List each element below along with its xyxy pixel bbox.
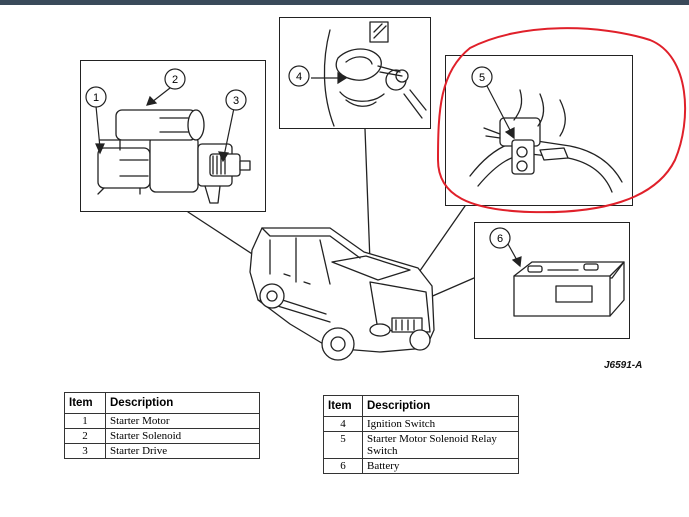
starter-motor-drawing [97,109,251,204]
callout-6: 6 [497,233,503,245]
top-window-bar [0,0,689,5]
legend-table-left: Item Description 1 Starter Motor 2 Start… [64,392,260,459]
vehicle-drawing [249,227,435,361]
relay-switch-drawing [469,89,623,193]
callout-2: 2 [172,74,178,86]
description-header: Description [105,392,260,414]
callout-5: 5 [479,72,485,84]
item-description: Starter Drive [105,443,260,459]
table-row: 1 Starter Motor [64,413,260,429]
highlight-circle [436,27,687,214]
item-description: Starter Solenoid [105,428,260,444]
item-header: Item [64,392,106,414]
item-number: 6 [323,458,363,474]
item-number: 3 [64,443,106,459]
item-number: 1 [64,413,106,429]
legend-header-row: Item Description [64,392,260,414]
item-description: Starter Motor [105,413,260,429]
item-number: 5 [323,431,363,459]
ignition-switch-drawing [323,21,427,127]
figure-id: J6591-A [604,360,643,371]
table-row: 4 Ignition Switch [323,416,519,432]
item-header: Item [323,395,363,417]
table-row: 3 Starter Drive [64,443,260,459]
callout-badges: 1 2 3 4 5 6 [85,65,511,249]
legend-header-row: Item Description [323,395,519,417]
item-number: 2 [64,428,106,444]
callout-arrows [95,71,522,268]
table-row: 6 Battery [323,458,519,474]
description-header: Description [362,395,519,417]
table-row: 2 Starter Solenoid [64,428,260,444]
battery-drawing [513,261,625,317]
item-description: Ignition Switch [362,416,519,432]
legend-table-right: Item Description 4 Ignition Switch 5 Sta… [323,395,519,474]
callout-4: 4 [296,71,302,83]
callout-1: 1 [93,92,99,104]
item-number: 4 [323,416,363,432]
table-row: 5 Starter Motor Solenoid Relay Switch [323,431,519,459]
item-description: Starter Motor Solenoid Relay Switch [362,431,519,459]
item-description: Battery [362,458,519,474]
callout-3: 3 [233,95,239,107]
